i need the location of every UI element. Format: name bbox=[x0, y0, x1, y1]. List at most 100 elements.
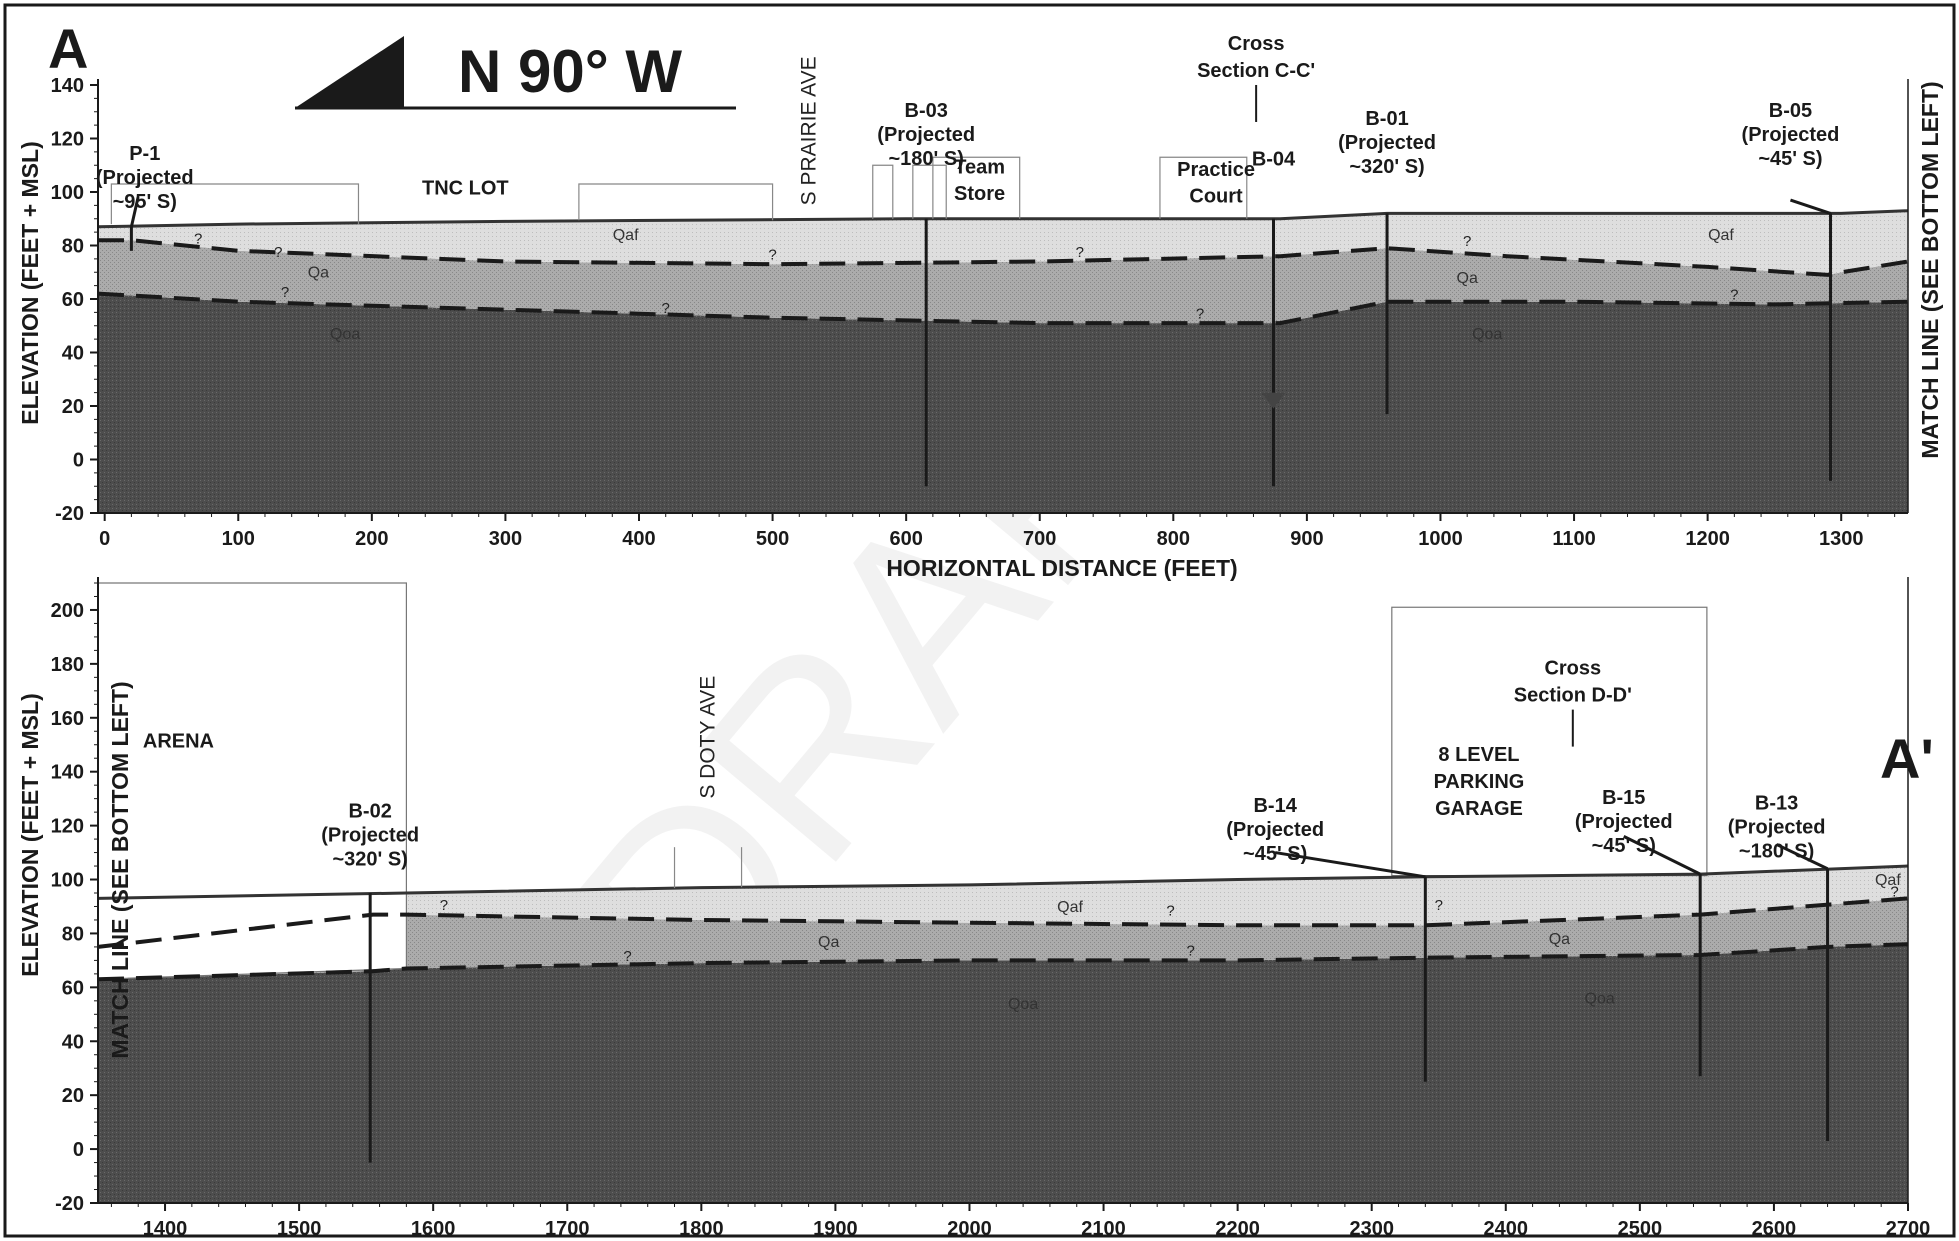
uncertain-contact-mark: ? bbox=[1187, 943, 1195, 960]
x-tick-label: 800 bbox=[1157, 528, 1190, 550]
surface-feature-outline bbox=[912, 164, 947, 219]
y-tick-label: 160 bbox=[51, 708, 84, 730]
match-line-left: MATCH LINE (SEE BOTTOM LEFT) bbox=[107, 681, 133, 1058]
x-tick-label: 2200 bbox=[1215, 1218, 1260, 1240]
x-tick-label: 2500 bbox=[1618, 1218, 1663, 1240]
boring-offset-label: ~320' S) bbox=[332, 849, 407, 871]
y-tick-label: 0 bbox=[73, 450, 84, 472]
y-tick-label: -20 bbox=[55, 503, 84, 525]
boring-offset-label: ~180' S) bbox=[889, 148, 964, 170]
uncertain-contact-mark: ? bbox=[1890, 883, 1898, 900]
page-border bbox=[3, 3, 1956, 1238]
boring-offset-label: ~45' S) bbox=[1758, 148, 1822, 170]
boring-offset-label: ~95' S) bbox=[113, 191, 177, 213]
boring-projection-label: (Projected bbox=[321, 825, 419, 847]
groundwater-icon bbox=[1261, 392, 1286, 409]
surface-feature-outline bbox=[1159, 156, 1248, 219]
y-tick-label: 40 bbox=[62, 1031, 84, 1053]
layer-qa bbox=[98, 898, 1908, 980]
boring-name-label: P-1 bbox=[129, 143, 160, 165]
y-tick-label: 20 bbox=[62, 1085, 84, 1107]
cross-section-callout: Section C-C' bbox=[1197, 60, 1315, 82]
boring-projection-label: (Projected bbox=[1728, 816, 1826, 838]
x-axis-title: HORIZONTAL DISTANCE (FEET) bbox=[886, 555, 1237, 581]
boring-leader-line bbox=[1623, 835, 1701, 876]
geologic-unit-label: Qa bbox=[818, 934, 839, 951]
uncertain-contact-mark: ? bbox=[1166, 902, 1174, 919]
boring-name-label: B-01 bbox=[1365, 108, 1408, 130]
surface-feature-label: PARKING bbox=[1434, 771, 1525, 793]
boring-projection-label: (Projected bbox=[877, 124, 975, 146]
y-tick-label: 60 bbox=[62, 289, 84, 311]
geologic-unit-label: Qaf bbox=[1057, 899, 1083, 916]
boring-name-label: B-15 bbox=[1602, 787, 1645, 809]
boring-name-label: B-02 bbox=[348, 801, 391, 823]
x-tick-label: 1500 bbox=[277, 1218, 322, 1240]
section-start-label: A bbox=[48, 17, 88, 80]
layer-qaf bbox=[98, 866, 1908, 947]
boring-projection-label: (Projected bbox=[1226, 819, 1324, 841]
x-tick-label: 1900 bbox=[813, 1218, 858, 1240]
boring-projection-label: (Projected bbox=[1575, 811, 1673, 833]
uncertain-contact-mark: ? bbox=[623, 948, 631, 965]
x-tick-label: 1100 bbox=[1552, 528, 1595, 550]
y-tick-label: 60 bbox=[62, 977, 84, 999]
geologic-unit-label: Qaf bbox=[1875, 872, 1901, 889]
boring-leader-line bbox=[129, 197, 140, 228]
cross-section-callout: Cross bbox=[1228, 33, 1285, 55]
boring-projection-label: (Projected bbox=[96, 167, 194, 189]
uncertain-contact-mark: ? bbox=[1730, 287, 1738, 304]
x-tick-label: 2100 bbox=[1081, 1218, 1126, 1240]
surface-feature-label: Court bbox=[1189, 186, 1243, 208]
uncertain-contact-mark: ? bbox=[1196, 305, 1204, 322]
x-tick-label: 2400 bbox=[1484, 1218, 1529, 1240]
garage-building bbox=[1391, 606, 1708, 877]
uncertain-contact-mark: ? bbox=[662, 300, 670, 317]
y-tick-label: 140 bbox=[51, 762, 84, 784]
geologic-unit-label: Qoa bbox=[1008, 996, 1038, 1013]
match-line-right: MATCH LINE (SEE BOTTOM LEFT) bbox=[1917, 81, 1943, 458]
x-tick-label: 2300 bbox=[1349, 1218, 1394, 1240]
uncertain-contact-mark: ? bbox=[1076, 244, 1084, 261]
upper-y-axis-title: ELEVATION (FEET + MSL) bbox=[17, 141, 43, 424]
cross-section-callout: Cross bbox=[1544, 658, 1601, 680]
surface-feature-outline bbox=[932, 156, 1021, 219]
x-tick-label: 1000 bbox=[1418, 528, 1463, 550]
surface-feature-outline bbox=[872, 164, 894, 219]
y-tick-label: 0 bbox=[73, 1139, 84, 1161]
uncertain-contact-mark: ? bbox=[1435, 897, 1443, 914]
geologic-unit-label: Qaf bbox=[613, 227, 639, 244]
layer-qa bbox=[98, 240, 1908, 324]
contact-qaf-qa bbox=[97, 896, 1909, 949]
uncertain-contact-mark: ? bbox=[274, 244, 282, 261]
x-tick-label: 400 bbox=[622, 528, 655, 550]
boring-name-label: B-13 bbox=[1755, 792, 1798, 814]
y-tick-label: 100 bbox=[51, 870, 84, 892]
geologic-unit-label: Qoa bbox=[1472, 326, 1502, 343]
layer-qoa bbox=[98, 944, 1908, 1203]
street-label: S PRAIRIE AVE bbox=[797, 56, 820, 205]
surface-feature-outline bbox=[110, 183, 360, 225]
uncertain-contact-mark: ? bbox=[194, 231, 202, 248]
street-label: S DOTY AVE bbox=[697, 676, 720, 799]
x-tick-label: 1600 bbox=[411, 1218, 456, 1240]
contact-qa-qoa bbox=[97, 291, 1909, 326]
ground-surface bbox=[97, 209, 1909, 229]
lower-y-axis-title: ELEVATION (FEET + MSL) bbox=[17, 693, 43, 976]
x-tick-label: 300 bbox=[489, 528, 522, 550]
boring-offset-label: ~45' S) bbox=[1592, 835, 1656, 857]
x-tick-label: 1300 bbox=[1819, 528, 1864, 550]
x-tick-label: 500 bbox=[756, 528, 789, 550]
x-tick-label: 2600 bbox=[1752, 1218, 1797, 1240]
x-tick-label: 600 bbox=[889, 528, 922, 550]
geologic-unit-label: Qa bbox=[1457, 270, 1478, 287]
arena-building bbox=[97, 582, 407, 980]
x-tick-label: 1700 bbox=[545, 1218, 590, 1240]
x-tick-label: 1800 bbox=[679, 1218, 724, 1240]
geologic-unit-label: Qaf bbox=[1708, 227, 1734, 244]
y-tick-label: 20 bbox=[62, 396, 84, 418]
